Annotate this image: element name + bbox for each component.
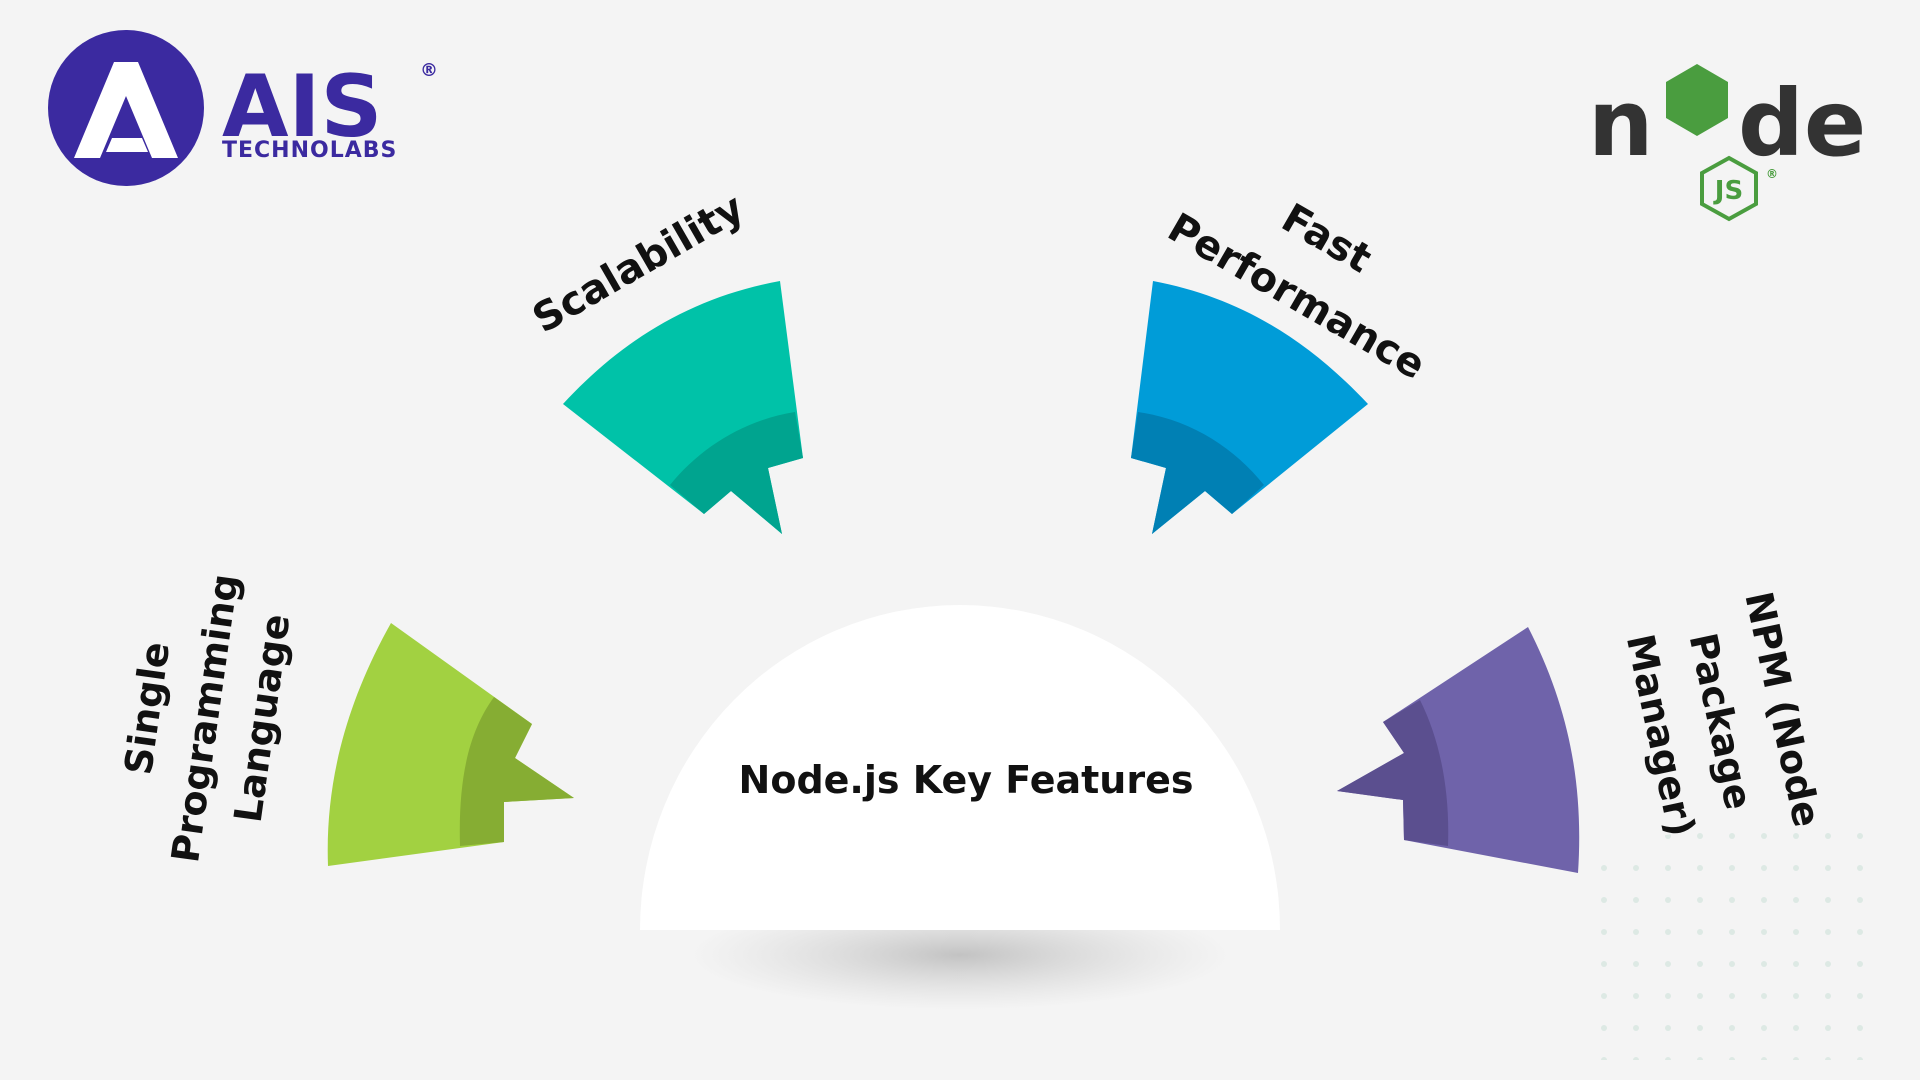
dot-pattern — [1590, 820, 1880, 1060]
node-logo-n: n — [1588, 70, 1654, 177]
feature-wedge — [327, 623, 574, 866]
center-half-disc — [640, 605, 1280, 930]
feature-npm-node-package-manager: NPM (Node Package Manager) — [1337, 588, 1829, 873]
feature-wedge-shade — [1337, 700, 1449, 846]
ais-technolabs-logo: AIS ® TECHNOLABS — [48, 30, 438, 186]
js-hexagon-icon — [1700, 155, 1758, 222]
feature-fast-performance: Fast Performance — [1131, 195, 1433, 534]
ais-logo-circle — [48, 30, 204, 186]
ais-brand-name: AIS — [222, 57, 383, 157]
feature-wedge-shade — [670, 412, 803, 534]
feature-wedge — [1337, 627, 1580, 873]
feature-label: Single — [116, 639, 178, 777]
feature-wedge-shade — [1131, 412, 1264, 534]
ais-brand-subtitle: TECHNOLABS — [222, 138, 397, 163]
feature-single-programming-language: Single Programming Language — [116, 571, 574, 866]
node-registered-mark: ® — [1766, 167, 1778, 181]
feature-scalability: Scalability — [525, 185, 803, 534]
feature-wedge-shade — [459, 697, 574, 846]
node-logo-js: JS — [1713, 176, 1743, 206]
node-logo-hexagon — [1666, 64, 1728, 136]
ais-logo-mark — [74, 62, 178, 158]
node-logo-de: de — [1738, 70, 1866, 177]
nodejs-logo: n de JS ® — [1588, 64, 1866, 222]
center-title: Node.js Key Features — [739, 758, 1194, 802]
registered-mark: ® — [420, 60, 438, 81]
